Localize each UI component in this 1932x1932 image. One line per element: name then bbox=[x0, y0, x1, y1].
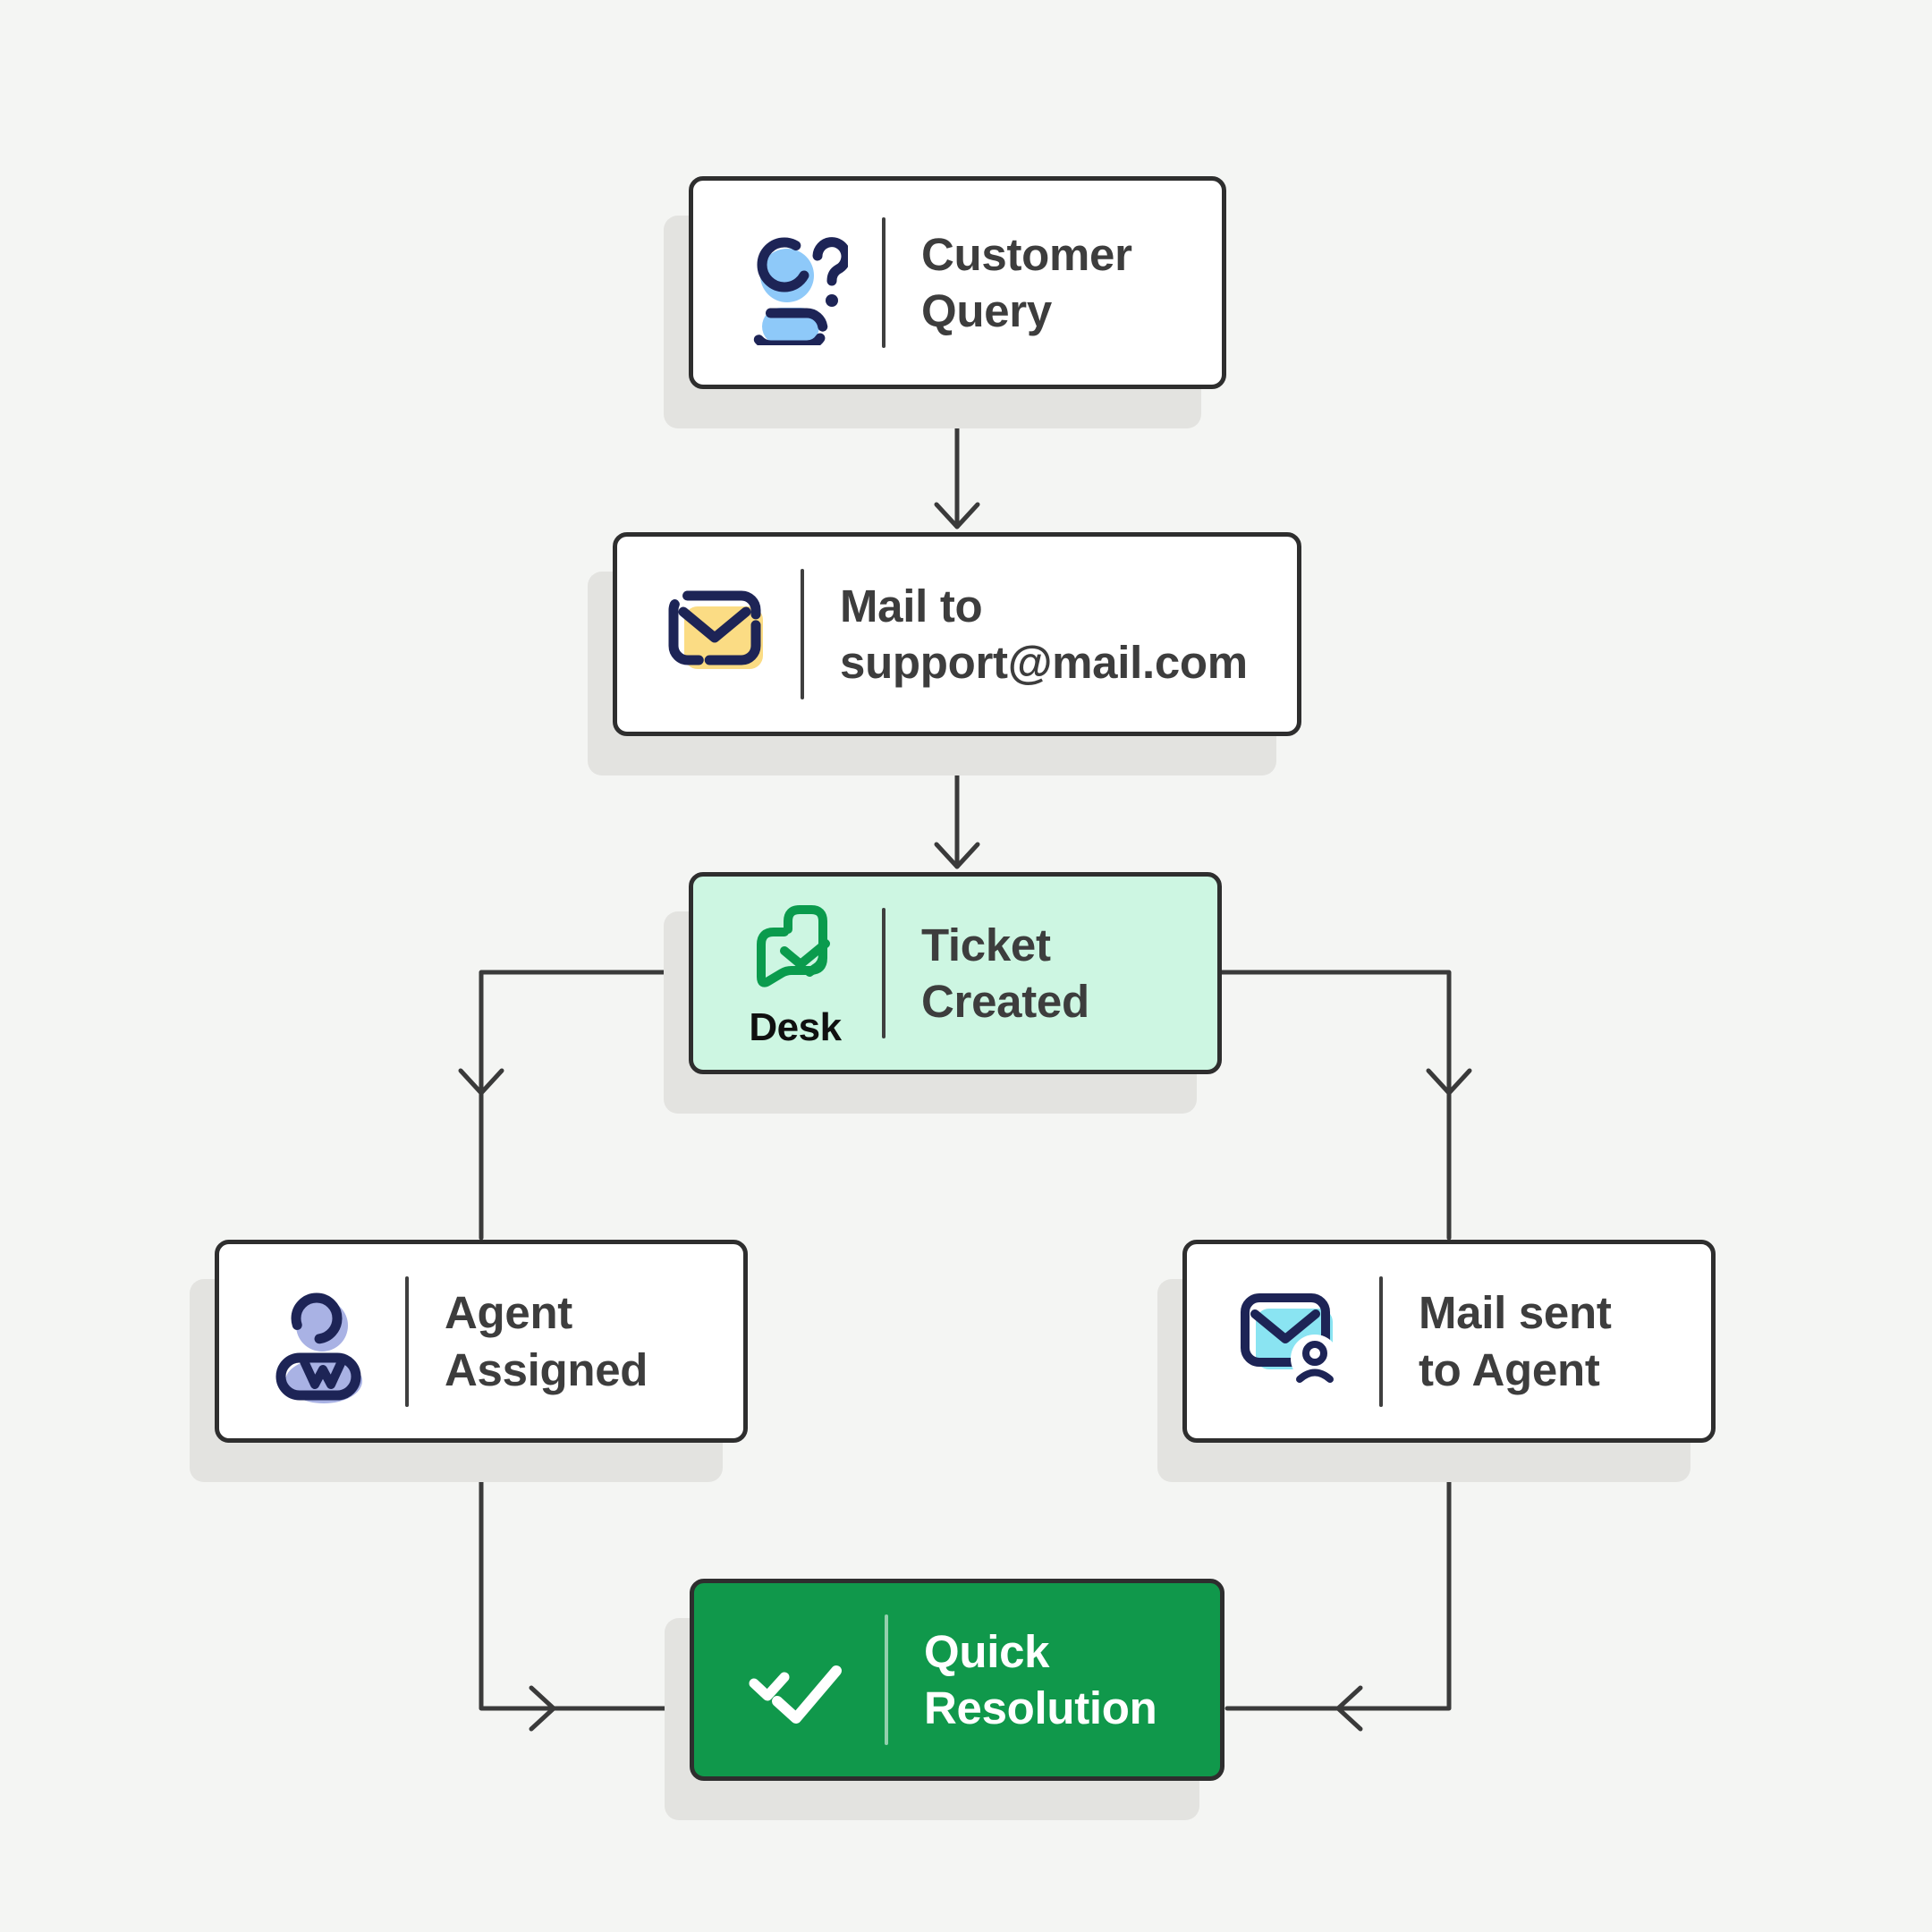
node-divider bbox=[1379, 1275, 1383, 1407]
node-label: Mail to support@mail.com bbox=[840, 580, 1248, 688]
node-label: Mail sent to Agent bbox=[1419, 1287, 1612, 1395]
node-divider bbox=[882, 217, 886, 348]
node-label: Customer Query bbox=[921, 228, 1132, 336]
arrowhead-down-mailagent bbox=[1426, 1068, 1472, 1096]
connector-ticket-to-agent bbox=[479, 970, 693, 1241]
node-label: Quick Resolution bbox=[924, 1625, 1157, 1733]
node-agent-assigned: Agent Assigned bbox=[215, 1240, 748, 1443]
connector-agent-to-quick bbox=[479, 1442, 690, 1711]
node-divider bbox=[885, 1614, 888, 1745]
envelope-icon bbox=[668, 590, 763, 669]
arrowhead-down-mailto bbox=[934, 502, 980, 530]
node-ticket-created: Desk Ticket Created bbox=[689, 872, 1222, 1074]
double-check-icon bbox=[749, 1665, 842, 1724]
node-label: Ticket Created bbox=[921, 919, 1089, 1027]
node-customer-query: Customer Query bbox=[689, 176, 1226, 389]
mail-sent-icon-area bbox=[1236, 1287, 1345, 1396]
customer-query-icon-area bbox=[742, 220, 848, 345]
arrowhead-right-quick bbox=[529, 1685, 556, 1732]
mail-to-icon-area bbox=[666, 583, 767, 686]
arrowhead-down-agent bbox=[458, 1068, 504, 1096]
arrowhead-down-ticket bbox=[934, 842, 980, 869]
node-divider bbox=[801, 569, 804, 699]
node-quick-resolution: Quick Resolution bbox=[690, 1579, 1224, 1781]
person-question-icon bbox=[750, 237, 848, 345]
quick-resolution-icon-area bbox=[743, 1635, 851, 1724]
agent-person-icon bbox=[275, 1292, 362, 1403]
node-label: Agent Assigned bbox=[445, 1287, 648, 1395]
envelope-person-icon bbox=[1241, 1292, 1339, 1383]
node-mail-to-support: Mail to support@mail.com bbox=[613, 532, 1301, 736]
zoho-desk-logo bbox=[757, 905, 830, 987]
desk-logo-caption: Desk bbox=[749, 1005, 842, 1049]
connector-mailagent-to-quick bbox=[1224, 1442, 1452, 1711]
node-mail-sent-to-agent: Mail sent to Agent bbox=[1182, 1240, 1716, 1443]
connector-ticket-to-mailagent bbox=[1217, 970, 1452, 1241]
node-divider bbox=[882, 908, 886, 1038]
arrowhead-left-quick bbox=[1335, 1685, 1363, 1732]
node-divider bbox=[405, 1275, 409, 1407]
ticket-created-icon-area: Desk bbox=[742, 896, 848, 1050]
agent-assigned-icon-area bbox=[268, 1279, 371, 1404]
